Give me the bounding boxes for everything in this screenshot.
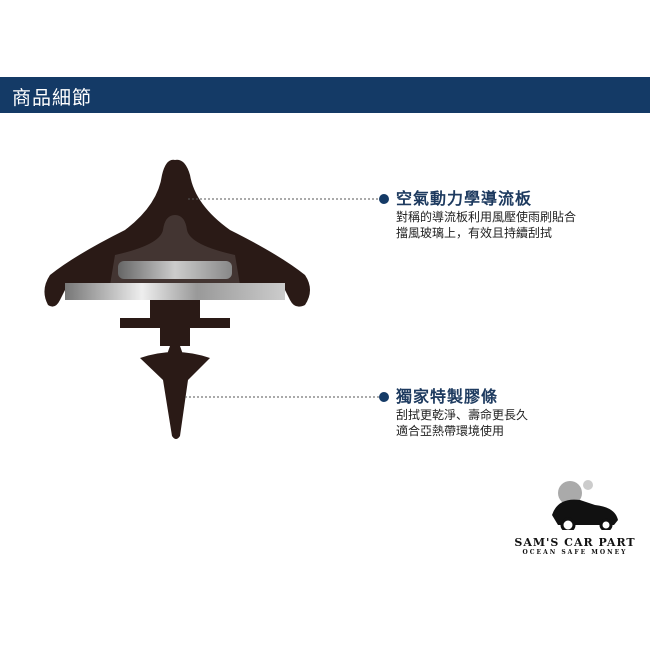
callout-text: 刮拭更乾淨、壽命更長久	[396, 408, 529, 422]
rubber-flange	[120, 318, 230, 328]
callout-rubber: 獨家特製膠條 刮拭更乾淨、壽命更長久 適合亞熱帶環境使用	[396, 387, 528, 439]
callout-text: 擋風玻璃上，有效且持續刮拭	[396, 226, 553, 240]
callout-text: 適合亞熱帶環境使用	[396, 424, 505, 438]
metal-spine	[65, 283, 285, 300]
brand-logo: SAM'S CAR PART OCEAN SAFE MONEY	[500, 475, 650, 556]
logo-name: SAM'S CAR PART	[514, 536, 636, 549]
logo-tagline: OCEAN SAFE MONEY	[522, 549, 628, 556]
callout-spoiler: 空氣動力學導流板 對稱的導流板利用風壓使雨刷貼合 擋風玻璃上，有效且持續刮拭	[396, 189, 576, 241]
rubber-blade	[140, 352, 210, 439]
callout-text: 對稱的導流板利用風壓使雨刷貼合	[396, 210, 577, 224]
callout-dot-2	[379, 392, 389, 402]
section-header: 商品細節	[0, 77, 650, 113]
callout-dot-1	[379, 194, 389, 204]
rubber-stem	[160, 328, 190, 346]
section-title: 商品細節	[12, 87, 93, 109]
rubber-neck	[150, 300, 200, 318]
aero-spoiler	[44, 159, 310, 307]
callout-title: 空氣動力學導流板	[396, 189, 533, 208]
callout-title: 獨家特製膠條	[396, 387, 499, 406]
car-logo-icon	[552, 480, 618, 533]
inner-slot	[118, 261, 232, 279]
